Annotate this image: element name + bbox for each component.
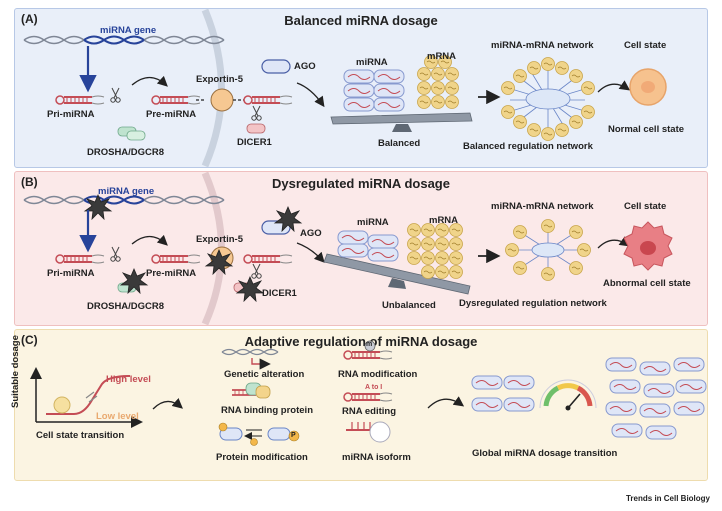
- mirna-label-b: miRNA: [357, 217, 389, 228]
- mrna-stack-b: [407, 223, 463, 279]
- cell-state-label-b: Cell state: [624, 201, 667, 212]
- dosage-plot: [30, 367, 143, 428]
- ago-label-a: AGO: [294, 61, 316, 72]
- network-label-b: miRNA-mRNA network: [491, 201, 594, 212]
- dosage-gauge-icon: [539, 379, 597, 411]
- mrna-label-b: mRNA: [429, 215, 459, 226]
- mirna-caps-left: [471, 375, 535, 412]
- pri-mirna-label-b: Pri-miRNA: [47, 268, 95, 279]
- network-balanced: [507, 66, 589, 132]
- mirna-stack-b: [337, 230, 399, 262]
- mrna-label-a: mRNA: [427, 51, 457, 62]
- gene-label-b: miRNA gene: [98, 186, 155, 197]
- drosha-label-b: DROSHA/DGCR8: [87, 301, 165, 312]
- dna-helix-a: [23, 35, 225, 45]
- rbp-label: RNA binding protein: [221, 405, 313, 416]
- rna-modification-icon: [343, 340, 393, 360]
- drosha-label-a: DROSHA/DGCR8: [87, 147, 165, 158]
- a-to-i-tag: A to I: [365, 384, 383, 391]
- dicer-label-a: DICER1: [237, 137, 272, 148]
- protein-modification-label: Protein modification: [216, 452, 308, 463]
- mirna-stack-a: [343, 69, 405, 112]
- cell-caption-a: Normal cell state: [608, 124, 685, 135]
- cell-state-label-a: Cell state: [624, 40, 667, 51]
- pre-mirna-label-b: Pre-miRNA: [146, 268, 197, 279]
- pri-mirna-label-a: Pri-miRNA: [47, 109, 95, 120]
- exportin-label-b: Exportin-5: [196, 234, 243, 245]
- gene-label-a: miRNA gene: [100, 25, 157, 36]
- low-level-label: Low level: [96, 411, 139, 422]
- mirna-label-a: miRNA: [356, 57, 388, 68]
- panel-a-title: Balanced miRNA dosage: [284, 13, 438, 28]
- balanced-label: Balanced: [378, 138, 421, 149]
- rna-modification-label: RNA modification: [338, 369, 418, 380]
- panel-c-title: Adaptive regulation of miRNA dosage: [244, 334, 478, 349]
- dna-helix-b: [23, 195, 225, 205]
- rna-editing-label: RNA editing: [342, 406, 397, 417]
- global-transition-label: Global miRNA dosage transition: [472, 448, 618, 459]
- ago-label-b: AGO: [300, 228, 322, 239]
- phospho-badge: P: [291, 432, 296, 439]
- network-label-a: miRNA-mRNA network: [491, 40, 594, 51]
- panel-c-label: (C): [21, 333, 38, 347]
- exportin-label-a: Exportin-5: [196, 74, 243, 85]
- x-axis-label: Cell state transition: [36, 430, 125, 441]
- network-caption-b: Dysregulated regulation network: [459, 298, 607, 309]
- mirna-caps-right: [605, 357, 707, 440]
- protein-modification-icon: [218, 422, 300, 446]
- panel-a-label: (A): [21, 12, 38, 26]
- pre-mirna-label-a: Pre-miRNA: [146, 109, 197, 120]
- network-dysregulated: [512, 226, 584, 274]
- genetic-alteration-icon: [221, 348, 279, 370]
- network-caption-a: Balanced regulation network: [463, 141, 593, 152]
- journal-footer: Trends in Cell Biology: [625, 494, 710, 503]
- dicer-label-b: DICER1: [262, 288, 297, 299]
- rbp-icon: [231, 382, 271, 399]
- cell-caption-b: Abnormal cell state: [603, 278, 691, 289]
- y-axis-label: Suitable dosage: [10, 335, 21, 408]
- mrna-stack-a: [417, 55, 459, 109]
- panel-b-title: Dysregulated miRNA dosage: [272, 176, 450, 191]
- genetic-alteration-label: Genetic alteration: [224, 369, 305, 380]
- rna-editing-icon: [343, 392, 393, 402]
- panel-b-label: (B): [21, 175, 38, 189]
- mirna-isoform-label: miRNA isoform: [342, 452, 411, 463]
- rna-mod-badge: m: [366, 341, 373, 348]
- high-level-label: High level: [106, 374, 151, 385]
- mirna-isoform-icon: [346, 421, 391, 443]
- unbalanced-label: Unbalanced: [382, 300, 436, 311]
